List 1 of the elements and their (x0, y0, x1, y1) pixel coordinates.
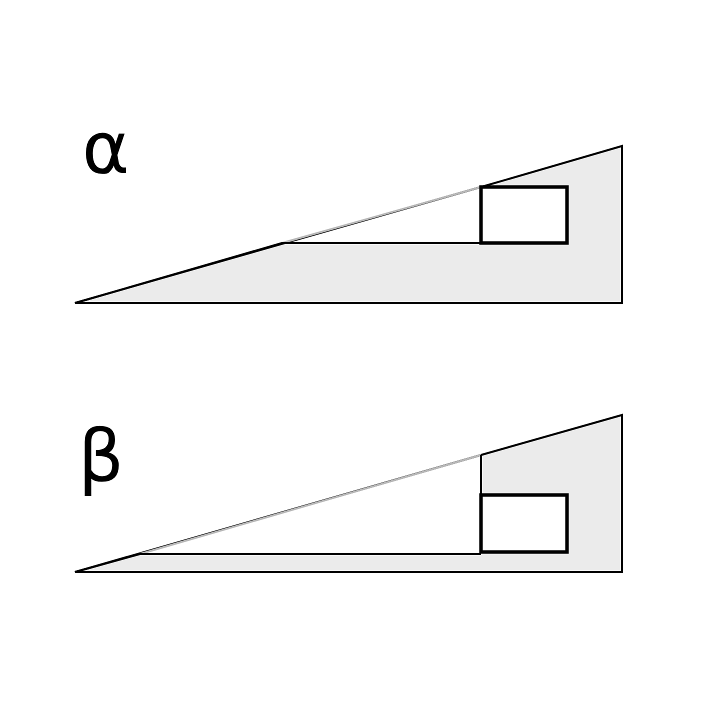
panel-label: α (82, 112, 130, 184)
